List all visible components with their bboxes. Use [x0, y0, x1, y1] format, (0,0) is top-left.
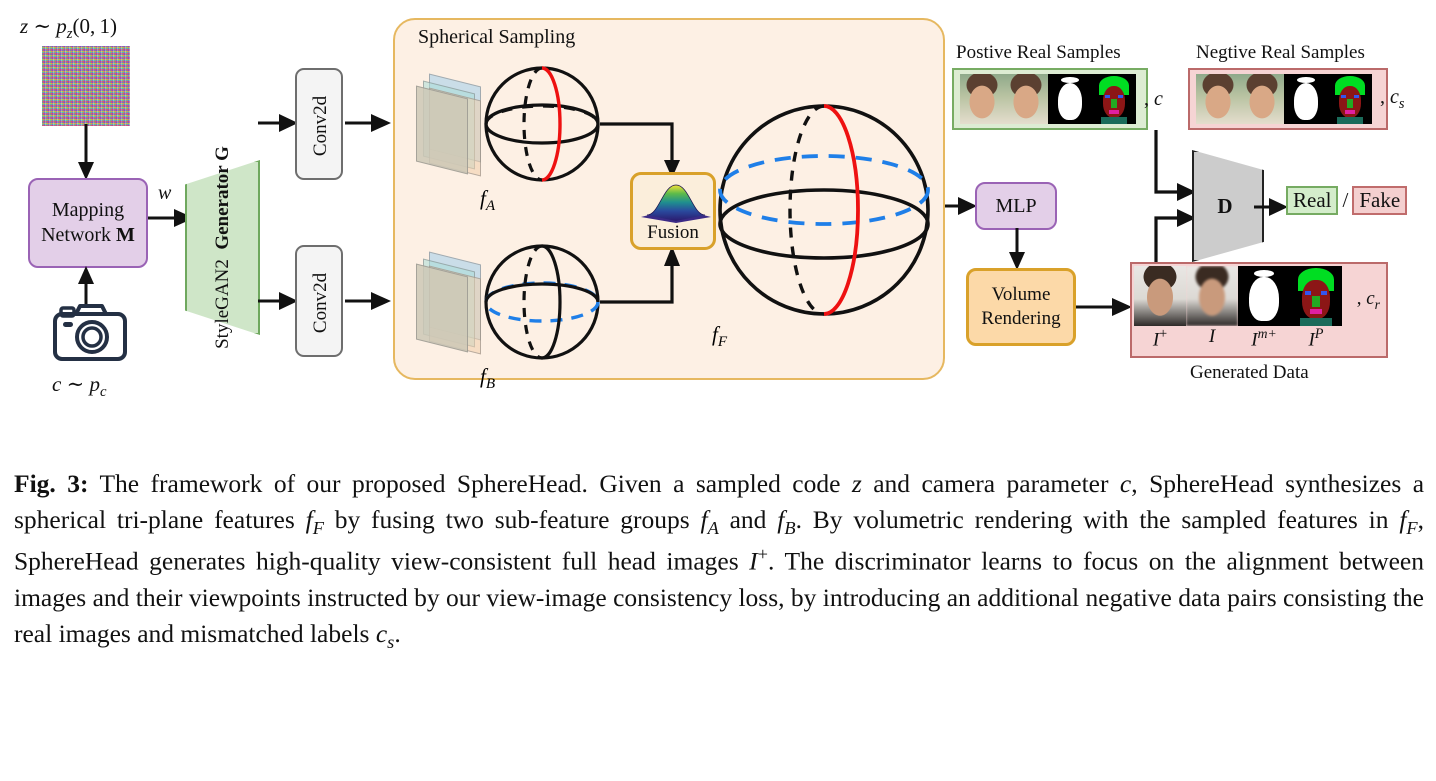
generated-data-strip — [1134, 266, 1342, 326]
positive-sample-photo-1 — [960, 74, 1004, 124]
positive-sample-photo-2 — [1004, 74, 1048, 124]
positive-sample-segmentation — [1092, 74, 1136, 124]
discriminator-label: D — [1217, 193, 1233, 218]
volume-rendering-block[interactable]: Volume Rendering — [966, 268, 1076, 346]
figure-number: Fig. 3: — [14, 469, 89, 498]
arrow-conv-top-to-panel — [345, 114, 391, 132]
arrow-samples-to-discriminator — [1154, 130, 1196, 201]
generated-label-3: IP — [1308, 326, 1324, 351]
volume-rendering-line1: Volume — [991, 284, 1051, 306]
sphere-fa — [484, 66, 600, 182]
arrow-generator-to-conv-top — [258, 114, 298, 132]
negative-sample-segmentation — [1328, 74, 1372, 124]
generated-label-1: I — [1208, 326, 1216, 347]
arrow-conv-bottom-to-panel — [345, 292, 391, 310]
mapping-network-block[interactable]: Mapping Network M — [28, 178, 148, 268]
negative-samples-title: Negtive Real Samples — [1196, 42, 1365, 63]
mapping-network-line1: Mapping — [51, 199, 125, 221]
generated-data-title: Generated Data — [1190, 362, 1309, 383]
positive-sample-mask — [1048, 74, 1092, 124]
camera-icon — [53, 304, 127, 361]
arrow-mapping-to-generator — [148, 209, 194, 227]
latent-code-label: z ∼ pz(0, 1) — [20, 14, 117, 43]
discriminator-verdict: Real / Fake — [1286, 186, 1408, 216]
conv2d-block-top[interactable]: Conv2d — [295, 68, 343, 180]
triplane-stack-a — [413, 73, 483, 183]
generator-label: StyleGAN2 Generator G — [211, 146, 233, 349]
fake-badge[interactable]: Fake — [1352, 186, 1408, 216]
mlp-block[interactable]: MLP — [975, 182, 1057, 230]
negative-sample-photo-1 — [1196, 74, 1240, 124]
arrow-noise-to-mapping — [78, 124, 94, 180]
triplane-stack-b — [413, 251, 483, 361]
sphere-fb — [484, 244, 600, 360]
spherical-sampling-title: Spherical Sampling — [418, 26, 576, 48]
mapping-network-line2: Network M — [41, 224, 135, 246]
negative-sample-mask — [1284, 74, 1328, 124]
generated-data-panel[interactable]: , cr I+ I Im+ IP — [1130, 262, 1388, 358]
mlp-label: MLP — [995, 194, 1037, 217]
volume-rendering-line2: Rendering — [981, 308, 1061, 329]
arrow-generator-to-conv-bottom — [258, 292, 298, 310]
arrow-panel-to-mlp — [945, 197, 977, 215]
generated-image-i-plus — [1134, 266, 1186, 326]
arrow-discriminator-to-verdict — [1254, 198, 1288, 216]
conv2d-block-bottom[interactable]: Conv2d — [295, 245, 343, 357]
sphere-fb-label: fB — [480, 364, 496, 393]
arrow-fa-to-fusion — [600, 122, 680, 178]
generated-data-condition: , cr — [1356, 288, 1380, 312]
stylegan2-generator-block[interactable]: StyleGAN2 Generator G — [185, 146, 260, 349]
generated-label-0: I+ — [1152, 326, 1168, 351]
generated-image-mask — [1238, 266, 1290, 326]
positive-samples-panel[interactable]: , c — [952, 68, 1163, 130]
arrow-generated-to-discriminator — [1154, 209, 1196, 266]
gaussian-surface-icon — [641, 184, 711, 223]
negative-samples-condition: , cs — [1380, 85, 1405, 112]
positive-samples-title: Postive Real Samples — [956, 42, 1121, 63]
negative-samples-panel[interactable]: , cs — [1188, 68, 1405, 130]
negative-samples-strip — [1196, 74, 1372, 124]
fusion-label: Fusion — [647, 222, 699, 244]
arrow-fb-to-fusion — [600, 246, 680, 304]
generated-label-2: Im+ — [1251, 326, 1277, 351]
arrow-camera-to-mapping — [78, 266, 94, 304]
camera-parameter-label: c ∼ pc — [52, 372, 107, 401]
positive-samples-condition: , c — [1144, 87, 1163, 110]
generated-image-i — [1186, 266, 1238, 326]
sphere-ff-label: fF — [712, 322, 728, 351]
fusion-block[interactable]: Fusion — [630, 172, 716, 250]
real-badge[interactable]: Real — [1286, 186, 1339, 216]
figure-caption: Fig. 3: The framework of our proposed Sp… — [14, 469, 1425, 653]
arrow-volume-rendering-to-generated — [1076, 298, 1132, 316]
noise-image — [42, 46, 130, 126]
generated-image-segmentation — [1290, 266, 1342, 326]
generated-image-labels: I+ I Im+ IP — [1134, 326, 1346, 351]
positive-samples-strip — [960, 74, 1136, 124]
arrow-mlp-to-volume-rendering — [1009, 228, 1025, 270]
negative-sample-photo-2 — [1240, 74, 1284, 124]
w-label: w — [158, 182, 172, 204]
verdict-separator: / — [1342, 188, 1349, 213]
sphere-ff — [718, 104, 930, 316]
sphere-fa-label: fA — [480, 186, 496, 215]
